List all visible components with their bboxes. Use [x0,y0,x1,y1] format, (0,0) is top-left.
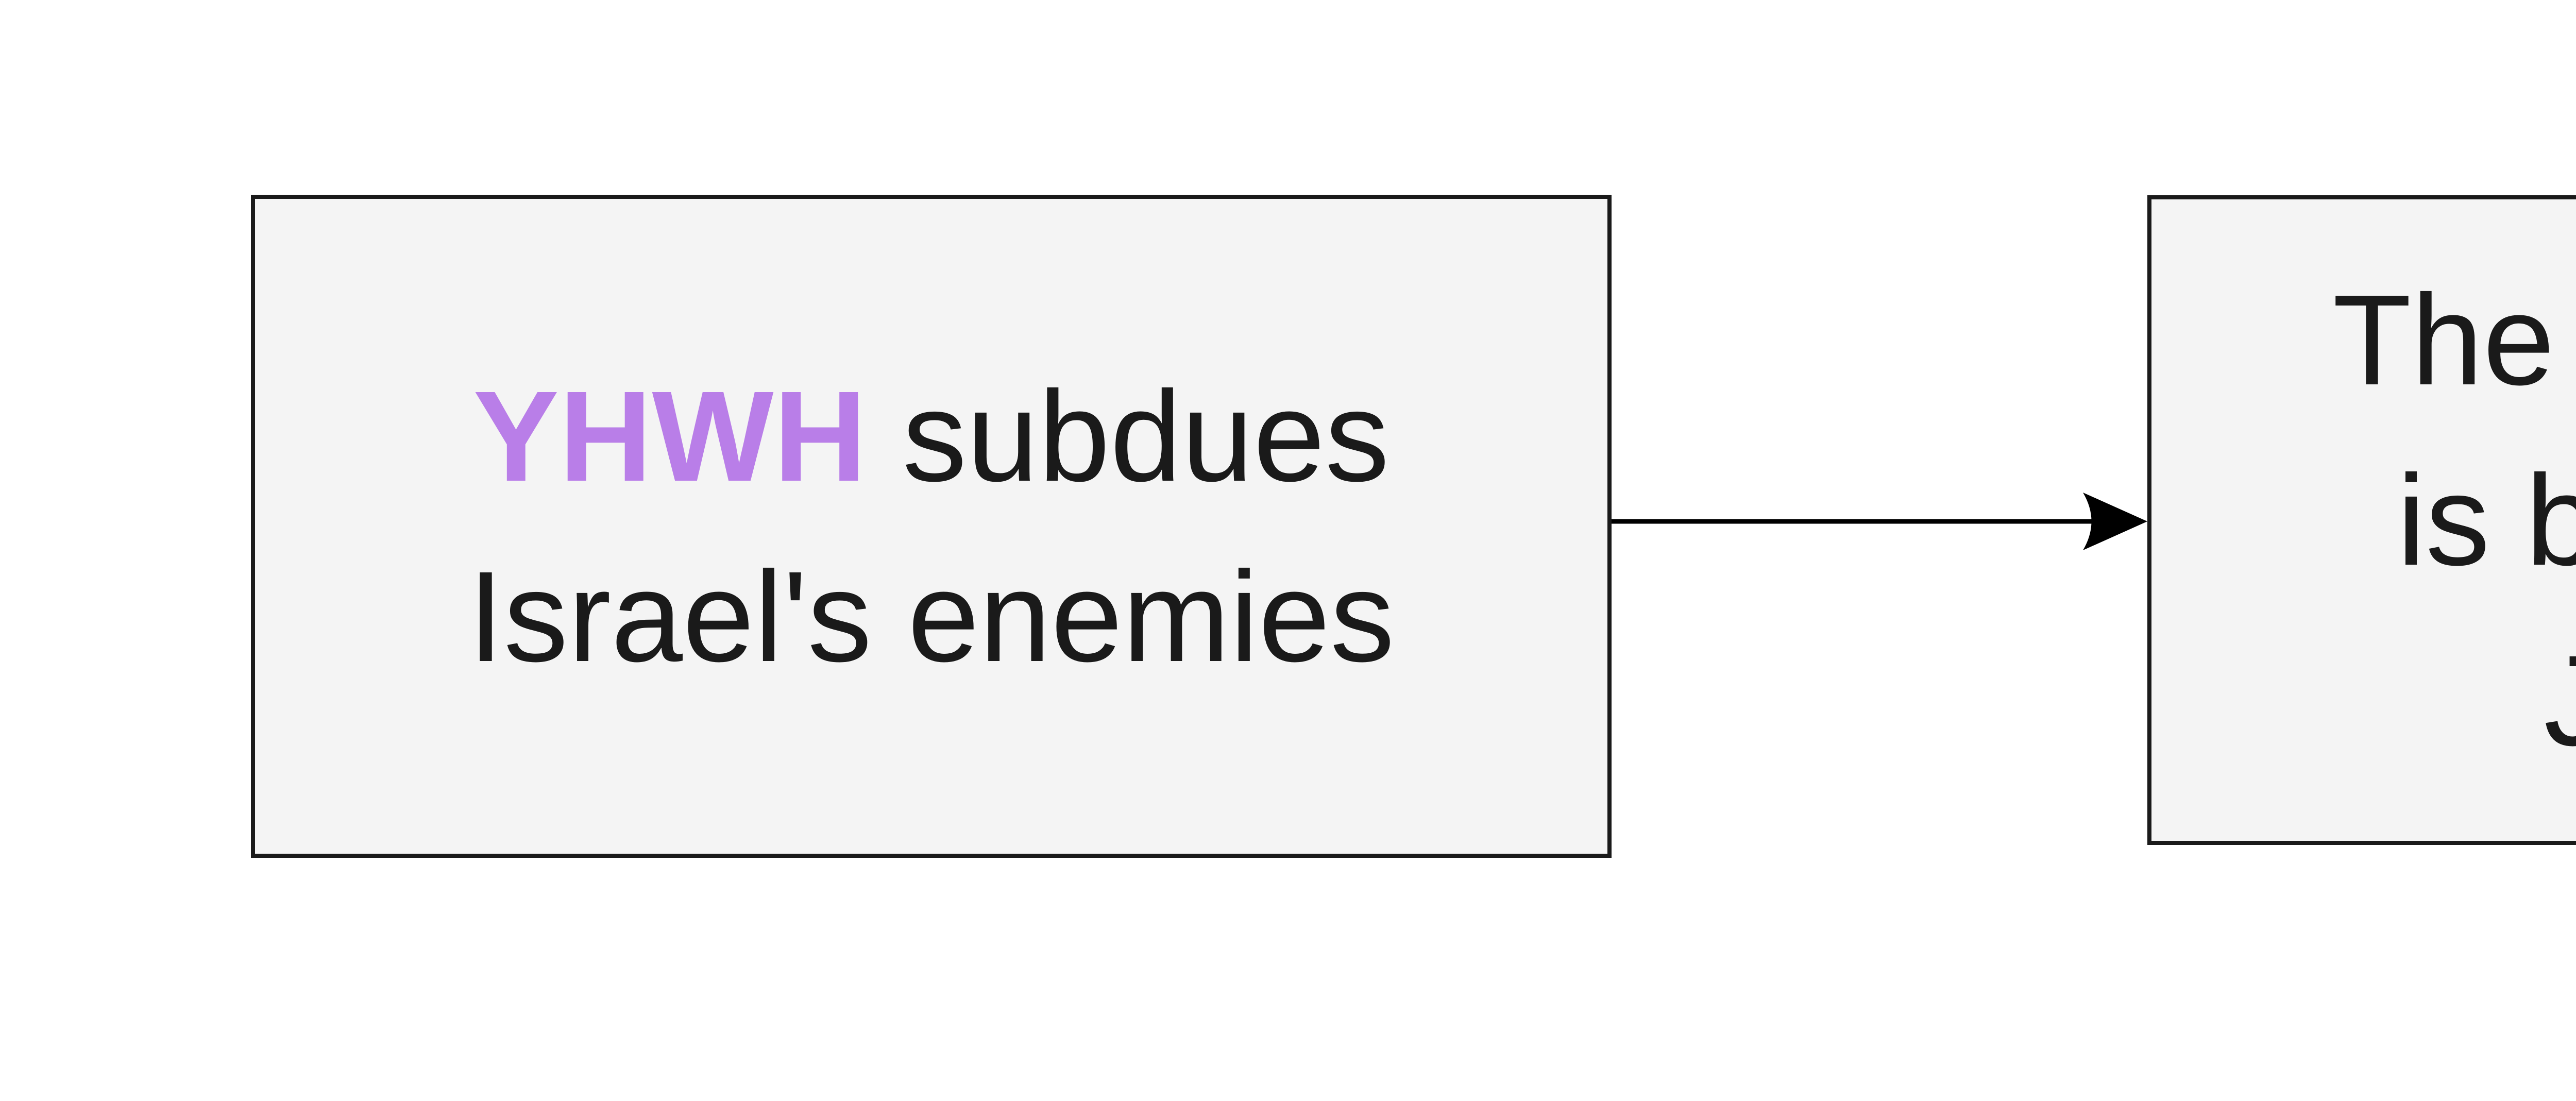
node-text-line: Israel's enemies [468,527,1394,707]
highlight-yhwh: YHWH [473,364,867,508]
node-text-line: YHWH subdues [473,346,1389,527]
text-segment: subdues [867,364,1389,508]
text-segment: Israel's enemies [468,544,1395,688]
arrowhead-icon [2083,493,2147,550]
edge-arrow [1612,493,2147,550]
text-segment: Jerusalem [2544,628,2576,772]
text-segment: is brought up to [2397,448,2576,592]
node-ark-brought-jerusalem: The Ark of YHWH is brought up to Jerusal… [2147,195,2576,845]
node-yhwh-subdues-enemies: YHWH subdues Israel's enemies [251,195,1612,858]
text-segment: The Ark of [2332,267,2555,412]
node-text-line: The Ark of YHWH [2333,250,2576,430]
node-text-line: is brought up to [2397,430,2576,611]
node-text-line: Jerusalem [2544,611,2576,791]
